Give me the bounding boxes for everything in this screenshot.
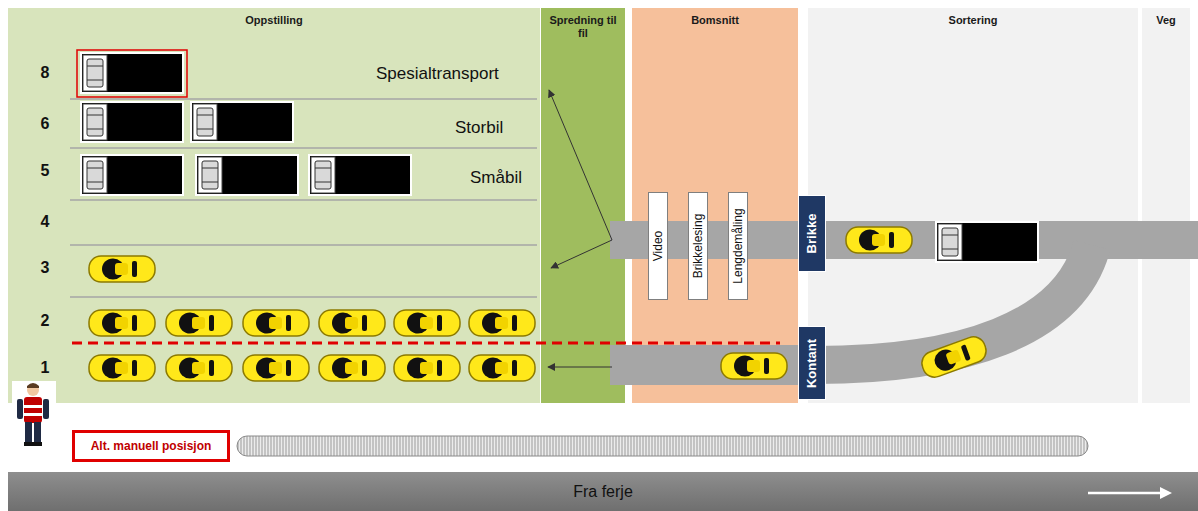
cars bbox=[319, 310, 385, 336]
direction-arrow bbox=[1160, 487, 1172, 499]
lane-name: Spesialtransport bbox=[376, 64, 499, 84]
lane-number: 8 bbox=[41, 64, 50, 82]
lane-number: 3 bbox=[41, 259, 50, 277]
lane-lines bbox=[70, 98, 537, 100]
cars bbox=[319, 355, 385, 381]
road-label: Fra ferje bbox=[573, 483, 633, 501]
zone-title: Spredning til fil bbox=[545, 14, 621, 40]
attendant-figure bbox=[12, 381, 56, 447]
trucks bbox=[936, 222, 1038, 262]
roadway bbox=[610, 221, 1198, 385]
cars bbox=[394, 310, 460, 336]
lane-number: 6 bbox=[41, 115, 50, 133]
attendant-figure bbox=[27, 383, 39, 388]
direction-arrow bbox=[1088, 487, 1172, 499]
spread-arrows bbox=[548, 367, 612, 368]
attendant-figure bbox=[33, 442, 42, 446]
zone-title: Bomsnitt bbox=[636, 14, 794, 27]
ferry-road: Fra ferje bbox=[8, 472, 1198, 511]
manual-position-box: Alt. manuell posisjon bbox=[72, 430, 230, 462]
lane-number: 2 bbox=[41, 312, 50, 330]
trucks bbox=[196, 155, 298, 195]
trucks bbox=[309, 155, 411, 195]
cars bbox=[166, 310, 232, 336]
attendant-figure bbox=[12, 381, 56, 447]
sensor-box: Brikkelesing bbox=[688, 192, 708, 300]
sensor-box: Lengdemåling bbox=[728, 192, 748, 300]
lane-number: 5 bbox=[41, 162, 50, 180]
separator-line bbox=[72, 342, 780, 345]
cars bbox=[166, 355, 232, 381]
attendant-figure bbox=[24, 405, 42, 408]
spread-arrows bbox=[551, 240, 612, 268]
manual-lane-bar bbox=[237, 436, 1088, 456]
box-label: Lengdemåling bbox=[731, 208, 745, 283]
road-area: Veg bbox=[1142, 8, 1190, 403]
direction-arrow bbox=[1088, 492, 1162, 495]
spread-arrows bbox=[549, 90, 612, 240]
payment-sign: Brikke bbox=[798, 195, 826, 272]
payment-sign: Kontant bbox=[798, 326, 826, 400]
cars bbox=[243, 310, 309, 336]
cars bbox=[89, 256, 155, 282]
zone-title: Sortering bbox=[812, 14, 1134, 27]
lane-name: Storbil bbox=[455, 118, 503, 138]
attendant-figure bbox=[24, 442, 33, 446]
lane-lines bbox=[70, 244, 537, 246]
trucks bbox=[81, 53, 183, 93]
zone-title: Oppstilling bbox=[12, 14, 536, 27]
roadway bbox=[610, 221, 1198, 259]
cars bbox=[243, 355, 309, 381]
box-label: Alt. manuell posisjon bbox=[91, 439, 212, 453]
box-label: Brikkelesing bbox=[691, 214, 705, 279]
cars bbox=[721, 353, 787, 379]
lane-name: Småbil bbox=[470, 168, 522, 188]
sensor-box: Video bbox=[648, 192, 668, 300]
lane-lines bbox=[70, 147, 537, 149]
attendant-figure bbox=[17, 399, 23, 419]
attendant-figure bbox=[27, 384, 39, 396]
lane-number: 1 bbox=[41, 359, 50, 377]
trucks bbox=[77, 50, 1038, 262]
cars bbox=[919, 333, 990, 380]
attendant-figure bbox=[25, 422, 32, 443]
box-label: Kontant bbox=[805, 338, 820, 387]
spread-arrows bbox=[548, 90, 612, 367]
attendant-figure bbox=[24, 397, 42, 423]
cars bbox=[89, 310, 155, 336]
cars bbox=[394, 355, 460, 381]
cars bbox=[846, 227, 912, 253]
zone-title: Veg bbox=[1146, 14, 1186, 27]
cars bbox=[89, 227, 989, 381]
attendant-figure bbox=[34, 422, 41, 443]
lane-lines bbox=[70, 199, 537, 201]
roadway bbox=[610, 345, 802, 385]
cars bbox=[469, 355, 535, 381]
trucks bbox=[81, 102, 183, 142]
trucks bbox=[81, 155, 183, 195]
box-label: Video bbox=[651, 231, 665, 261]
attendant-figure bbox=[43, 399, 49, 419]
box-label: Brikke bbox=[805, 214, 820, 254]
trucks bbox=[191, 102, 293, 142]
cars bbox=[469, 310, 535, 336]
lane-number: 4 bbox=[41, 213, 50, 231]
attendant-figure bbox=[24, 413, 42, 416]
lane-lines bbox=[70, 99, 537, 297]
cars bbox=[89, 355, 155, 381]
lane-lines bbox=[70, 296, 537, 298]
trucks bbox=[77, 50, 187, 97]
